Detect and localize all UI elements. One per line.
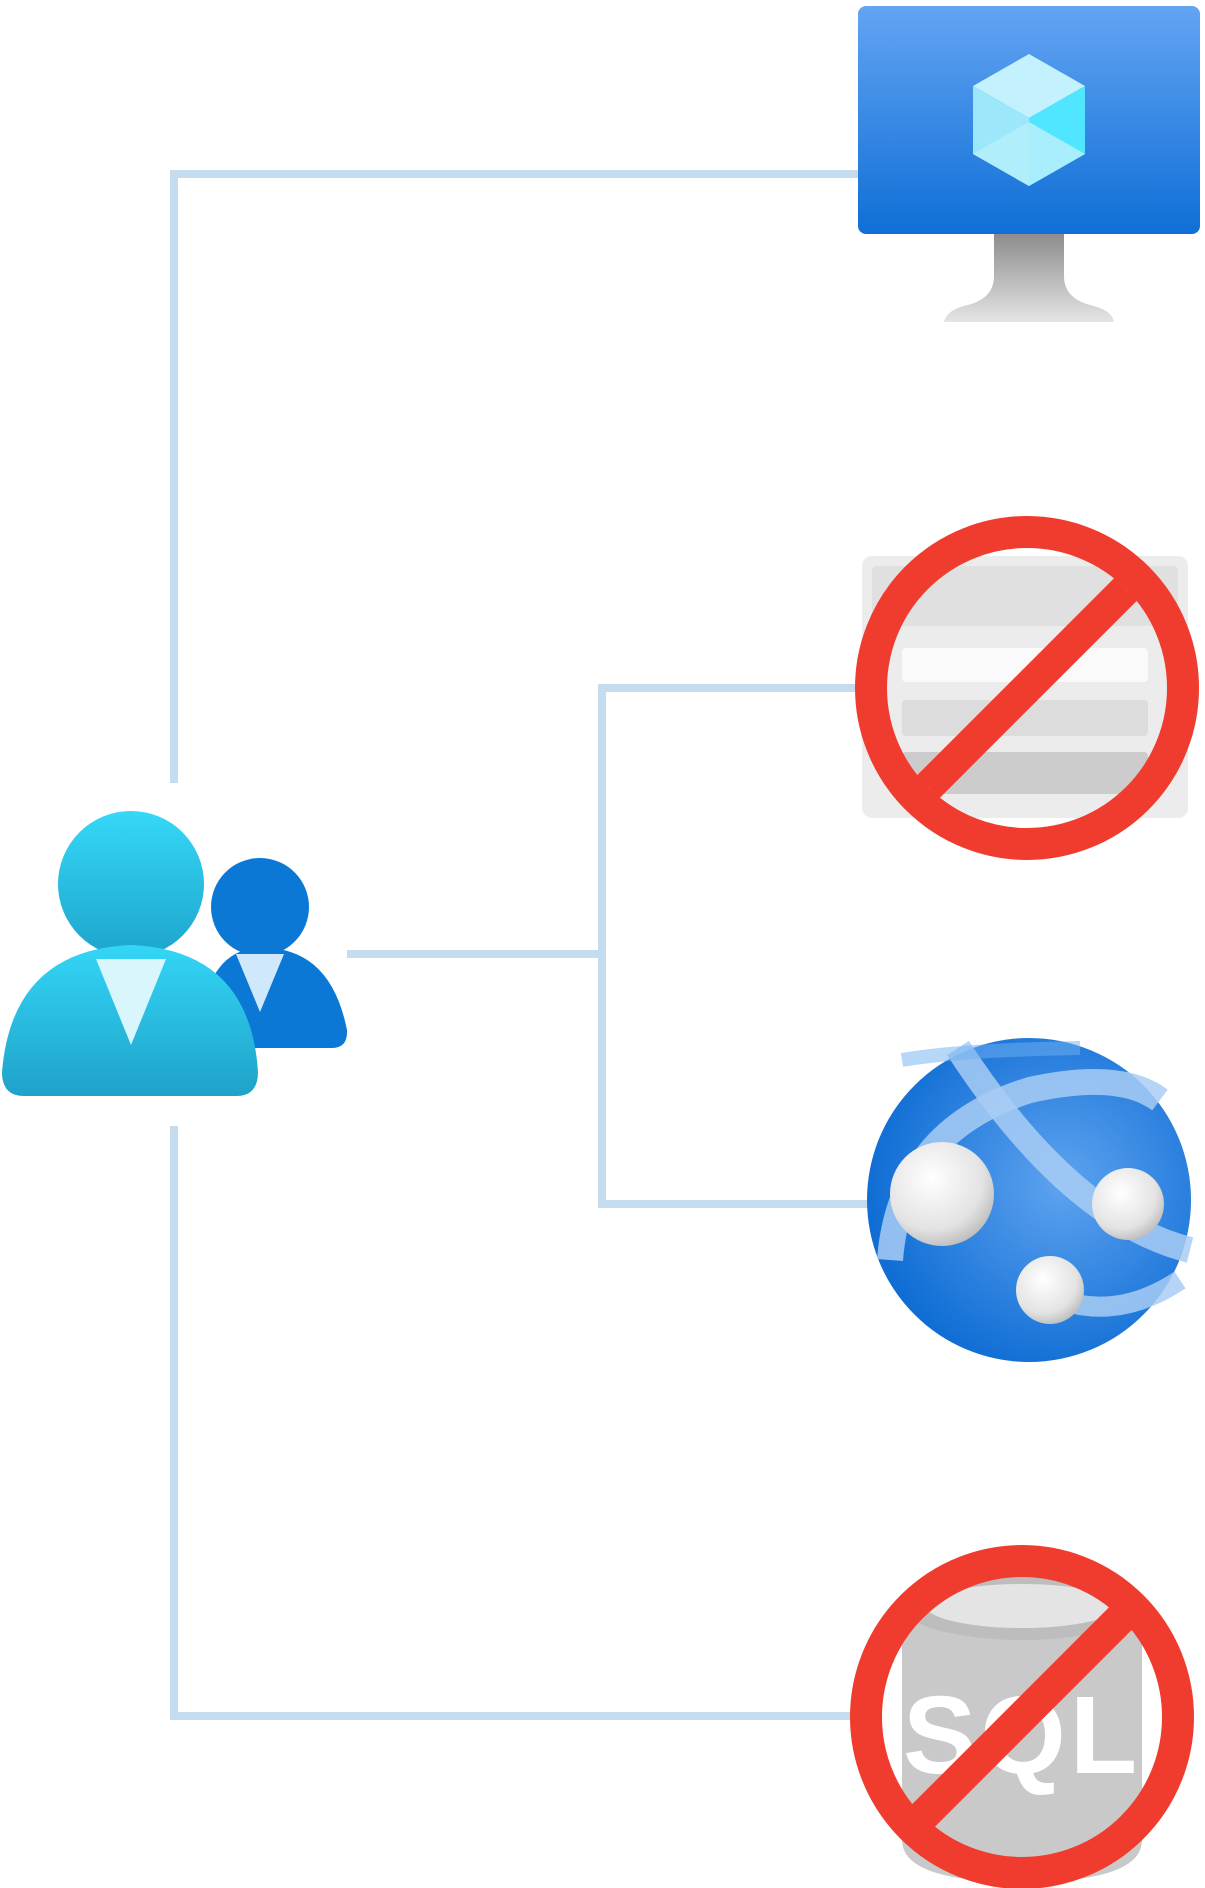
connector-to-app-service xyxy=(598,954,905,1208)
blocked-icon xyxy=(850,1545,1194,1888)
connectors xyxy=(170,170,905,1720)
virtual-machine-icon xyxy=(858,6,1200,322)
connector-to-sql xyxy=(170,1126,860,1720)
user-group-icon xyxy=(2,811,348,1096)
connector-to-storage xyxy=(598,684,868,954)
connector-to-vm xyxy=(170,170,868,783)
blocked-icon xyxy=(855,516,1199,860)
web-app-globe-icon xyxy=(867,1038,1194,1362)
